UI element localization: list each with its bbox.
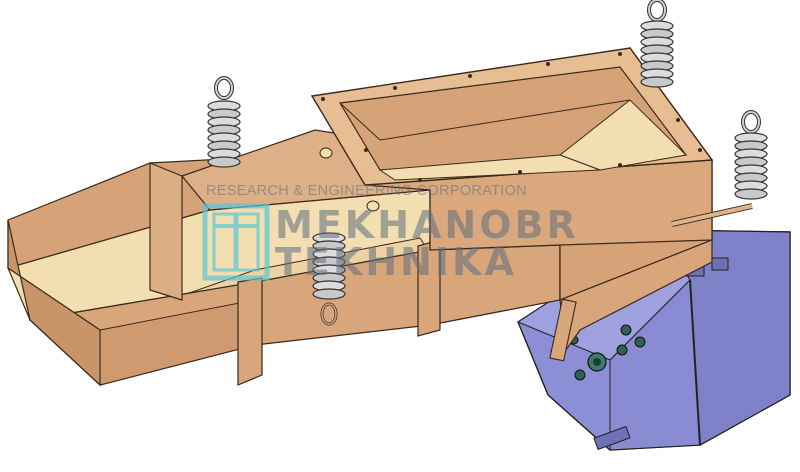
motor-bracket — [549, 203, 753, 362]
suspension-spring-4 — [312, 232, 346, 326]
watermark-company-line2: TEKHNIKA — [275, 240, 517, 284]
feed-hopper — [310, 46, 714, 301]
watermark-company-line1: MEKHANOBR — [275, 203, 579, 247]
suspension-spring-3 — [734, 110, 768, 200]
watermark-tagline: RESEARCH & ENGINEERING CORPORATION — [206, 183, 527, 199]
suspension-spring-1 — [207, 76, 241, 168]
suspension-spring-2 — [640, 0, 674, 88]
watermark-logo — [202, 203, 270, 281]
